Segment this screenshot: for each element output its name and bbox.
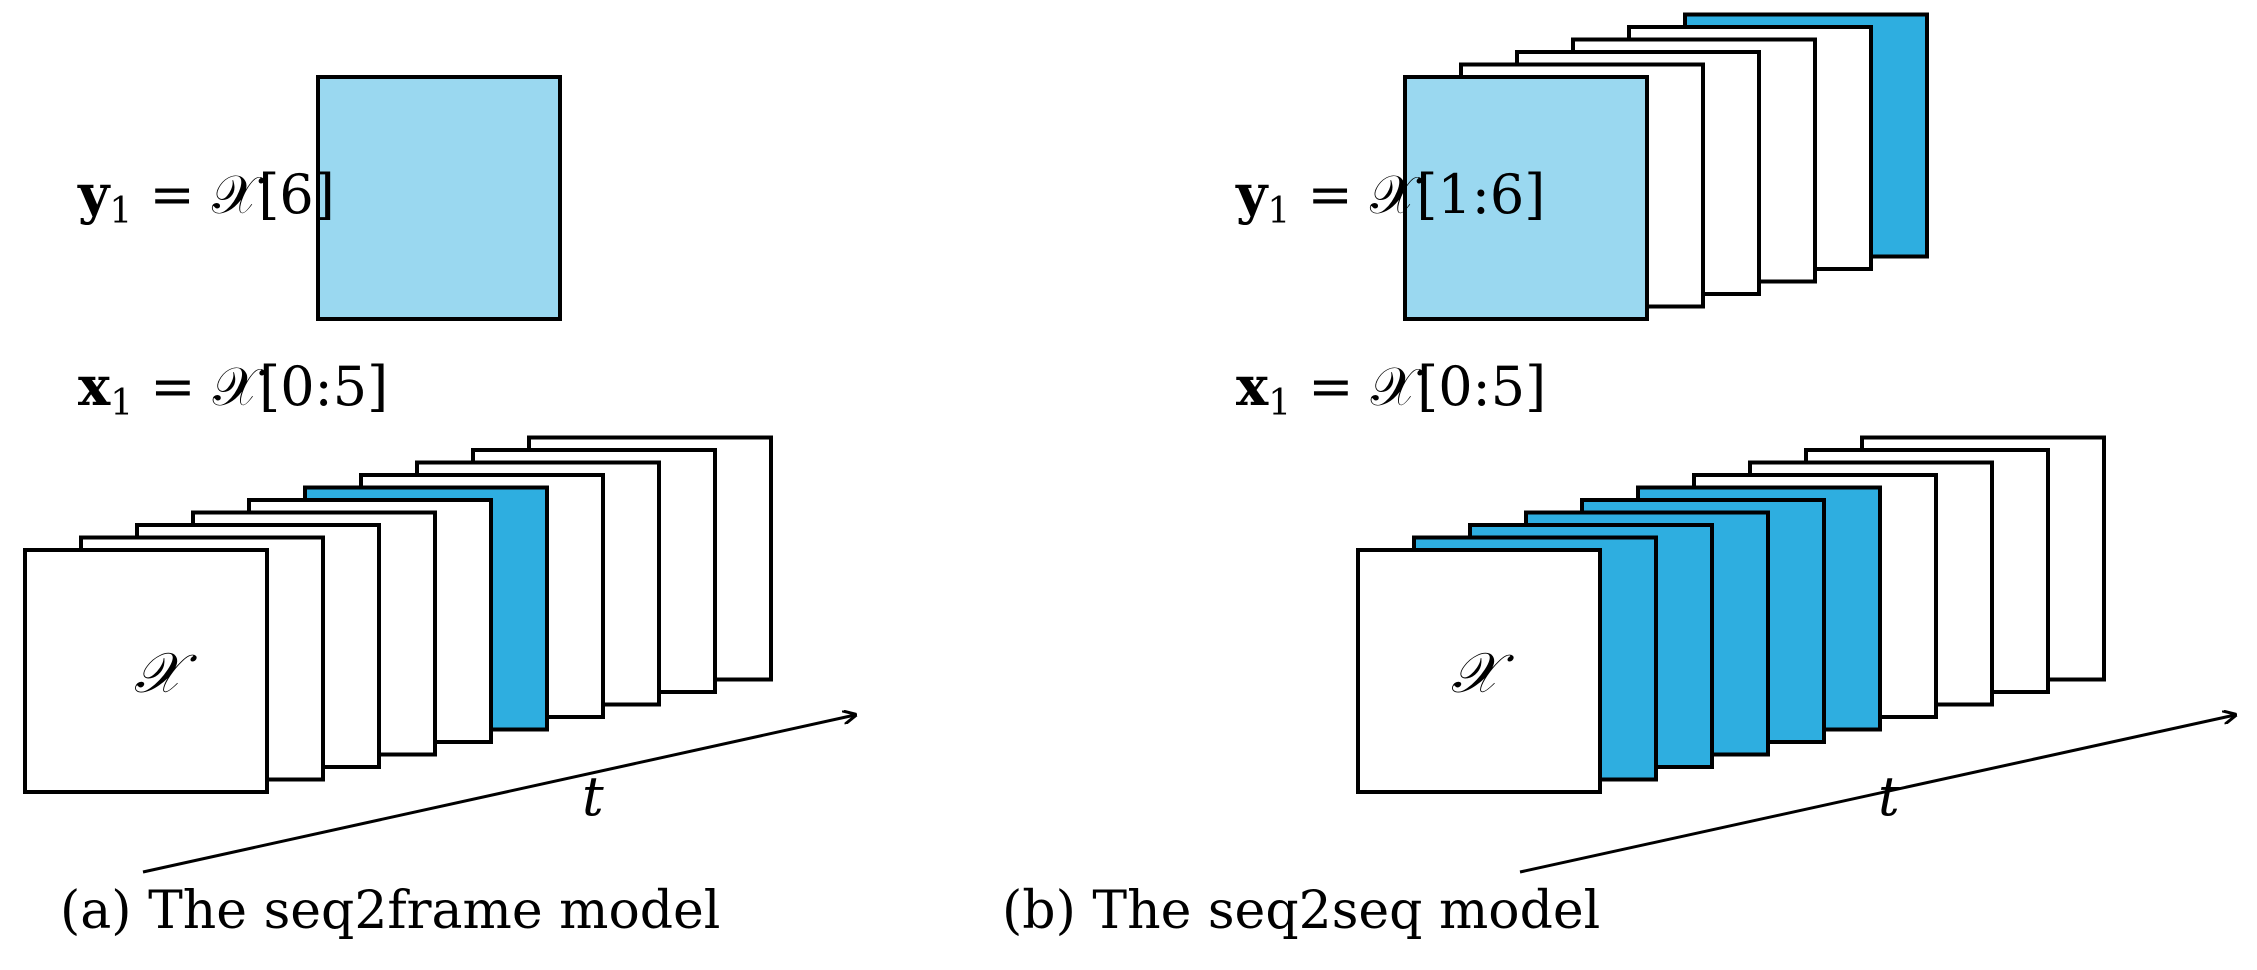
y-equation: y1 = 𝒳[6] bbox=[77, 162, 335, 232]
x-equation: x1 = 𝒳[0:5] bbox=[1236, 354, 1546, 424]
time-axis-arrow bbox=[142, 715, 855, 874]
time-axis-label: t bbox=[582, 765, 604, 828]
target-frame-stack bbox=[1403, 12, 1929, 321]
caption-b: (b) The seq2seq model bbox=[1002, 881, 1600, 941]
input-frame-stack bbox=[1356, 435, 2106, 794]
input-frame-stack bbox=[23, 435, 773, 794]
panel-seq2frame: 𝒳 t y1 = 𝒳[6] x1 = 𝒳[0:5] (a) The seq2fr… bbox=[23, 75, 855, 941]
input-frame bbox=[23, 548, 269, 794]
time-axis-arrow bbox=[1519, 715, 2235, 874]
caption-a: (a) The seq2frame model bbox=[60, 881, 720, 941]
time-axis-label: t bbox=[1878, 765, 1900, 828]
y-equation: y1 = 𝒳[1:6] bbox=[1235, 162, 1545, 232]
x-equation: x1 = 𝒳[0:5] bbox=[78, 354, 388, 424]
input-frame bbox=[1356, 548, 1602, 794]
target-frame bbox=[316, 75, 562, 321]
target-frame bbox=[1403, 75, 1649, 321]
panel-seq2seq: 𝒳 t y1 = 𝒳[1:6] x1 = 𝒳[0:5] (b) The seq2… bbox=[1002, 12, 2235, 941]
